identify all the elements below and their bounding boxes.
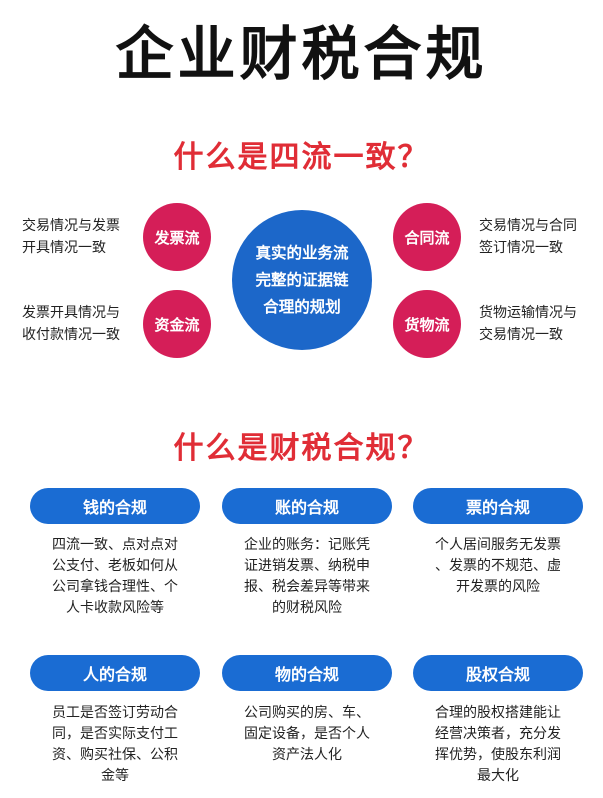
money-compliance-desc: 四流一致、点对点对 公支付、老板如何从 公司拿钱合理性、个 人卡收款风险等 [35,535,195,619]
desc-line: 员工是否签订劳动合 [52,705,178,721]
goods-flow-circle: 货物流 [393,290,461,358]
center-line-2: 完整的证据链 [255,270,349,289]
desc-line: 个人居间服务无发票 [435,537,561,553]
desc-line: 最大化 [477,768,519,784]
desc-line: 经营决策者，充分发 [435,726,561,742]
four-flows-heading: 什么是四流一致？ [173,140,430,175]
desc-line: 的财税风险 [272,600,342,616]
desc-line: 固定设备，是否个人 [244,726,370,742]
fund-flow-desc-line: 发票开具情况与 [22,305,120,321]
desc-line: 资、购买社保、公积 [52,747,178,763]
asset-compliance-pill: 物的合规 [222,655,392,691]
people-compliance-pill: 人的合规 [30,655,200,691]
goods-flow-desc-line: 交易情况一致 [479,327,563,343]
invoice-flow-desc: 交易情况与发票 开具情况一致 [22,215,120,259]
desc-line: 证进销发票、纳税申 [244,558,370,574]
invoice-flow-desc-line: 开具情况一致 [22,240,106,256]
desc-line: 、发票的不规范、虚 [435,558,561,574]
center-line-1: 真实的业务流 [255,243,349,262]
desc-line: 公司购买的房、车、 [244,705,370,721]
contract-flow-desc-line: 签订情况一致 [479,240,563,256]
desc-line: 企业的账务：记账凭 [244,537,370,553]
fund-flow-circle: 资金流 [143,290,211,358]
invoice-compliance-pill: 票的合规 [413,488,583,524]
equity-compliance-pill: 股权合规 [413,655,583,691]
desc-line: 挥优势，使股东利润 [435,747,561,763]
goods-flow-desc-line: 货物运输情况与 [479,305,577,321]
invoice-flow-circle: 发票流 [143,203,211,271]
desc-line: 公支付、老板如何从 [52,558,178,574]
desc-line: 开发票的风险 [456,579,540,595]
equity-compliance-desc: 合理的股权搭建能让 经营决策者，充分发 挥优势，使股东利润 最大化 [418,703,578,787]
desc-line: 资产法人化 [272,747,342,763]
money-compliance-pill: 钱的合规 [30,488,200,524]
people-compliance-desc: 员工是否签订劳动合 同，是否实际支付工 资、购买社保、公积 金等 [35,703,195,787]
center-circle: 真实的业务流 完整的证据链 合理的规划 [232,210,372,350]
desc-line: 合理的股权搭建能让 [435,705,561,721]
desc-line: 四流一致、点对点对 [52,537,178,553]
desc-line: 报、税会差异等带来 [244,579,370,595]
goods-flow-desc: 货物运输情况与 交易情况一致 [479,302,577,346]
tax-compliance-heading: 什么是财税合规？ [173,431,430,466]
contract-flow-desc-line: 交易情况与合同 [479,218,577,234]
desc-line: 金等 [101,768,129,784]
contract-flow-desc: 交易情况与合同 签订情况一致 [479,215,577,259]
account-compliance-pill: 账的合规 [222,488,392,524]
account-compliance-desc: 企业的账务：记账凭 证进销发票、纳税申 报、税会差异等带来 的财税风险 [227,535,387,619]
asset-compliance-desc: 公司购买的房、车、 固定设备，是否个人 资产法人化 [227,703,387,766]
main-title: 企业财税合规 [115,20,488,88]
fund-flow-desc: 发票开具情况与 收付款情况一致 [22,302,120,346]
fund-flow-desc-line: 收付款情况一致 [22,327,120,343]
desc-line: 人卡收款风险等 [66,600,164,616]
contract-flow-circle: 合同流 [393,203,461,271]
center-line-3: 合理的规划 [263,297,341,316]
desc-line: 同，是否实际支付工 [52,726,178,742]
invoice-flow-desc-line: 交易情况与发票 [22,218,120,234]
invoice-compliance-desc: 个人居间服务无发票 、发票的不规范、虚 开发票的风险 [418,535,578,598]
desc-line: 公司拿钱合理性、个 [52,579,178,595]
